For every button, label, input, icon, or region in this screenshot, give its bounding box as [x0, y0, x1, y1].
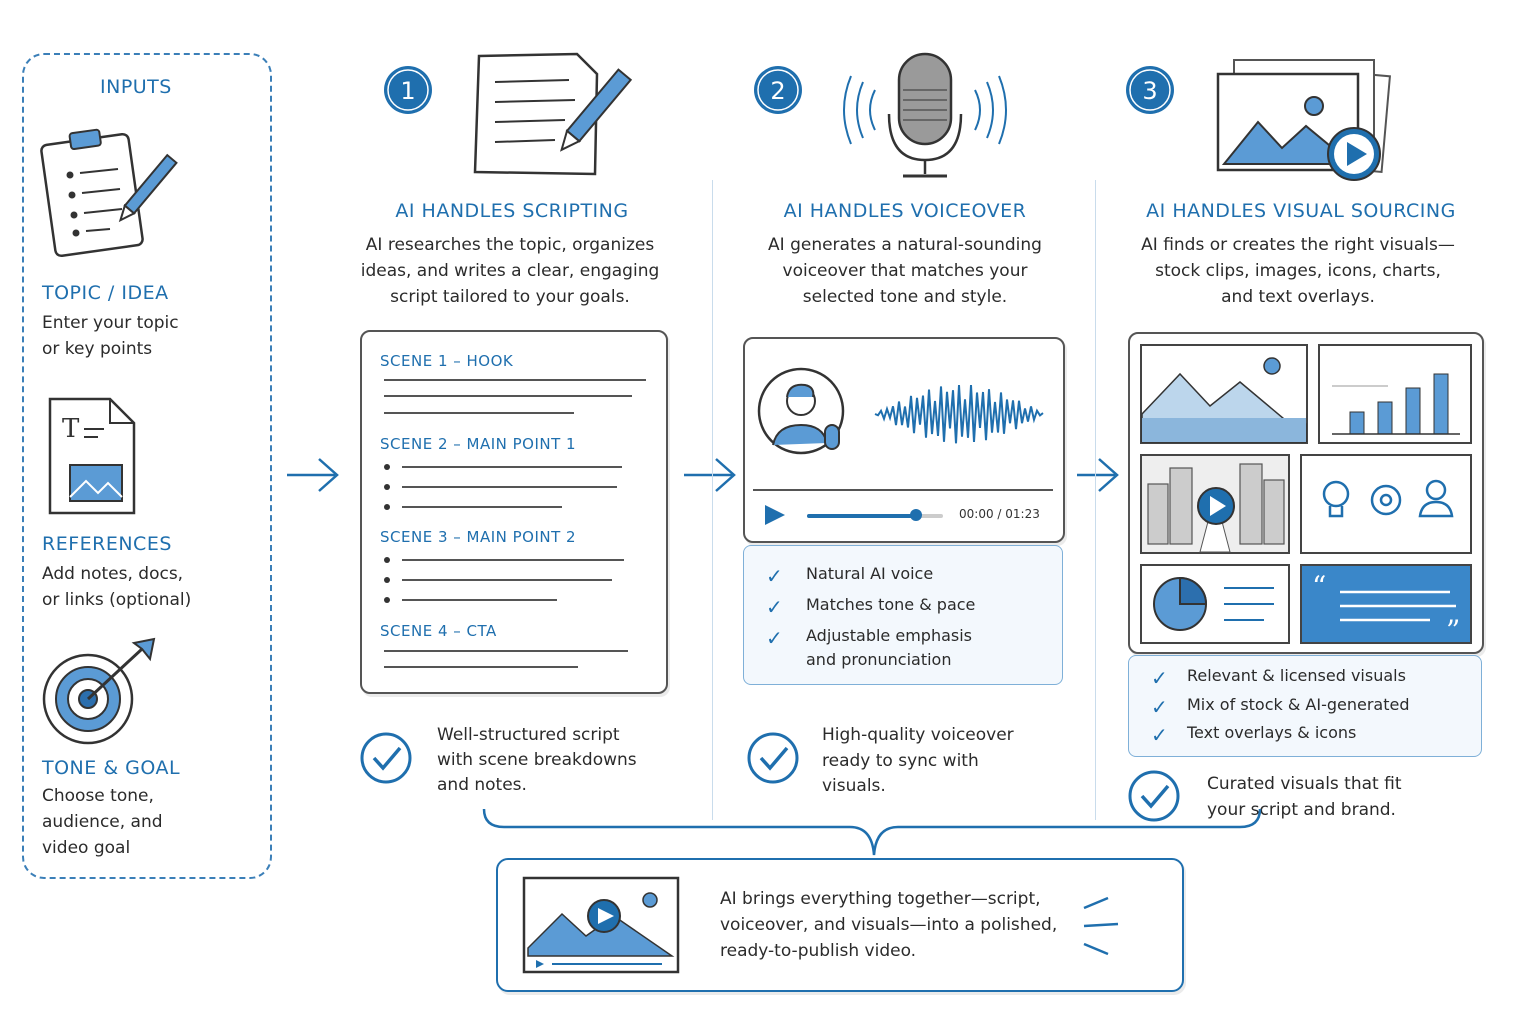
bar-chart-tile — [1318, 344, 1472, 444]
arrow-right-icon — [684, 458, 736, 492]
visual-feature: Relevant & licensed visuals — [1187, 666, 1406, 685]
merge-brace — [482, 808, 1262, 856]
voice-feature: Matches tone & pace — [806, 595, 976, 614]
step-number-badge: 1 — [384, 66, 432, 114]
step-title-visuals: AI HANDLES VISUAL SOURCING — [1146, 200, 1456, 222]
check-circle-icon — [1128, 770, 1180, 822]
image-video-icon — [1216, 59, 1392, 181]
svg-text:T: T — [62, 414, 80, 444]
inputs-heading: INPUTS — [100, 76, 172, 98]
waveform-icon — [874, 384, 1044, 444]
result-scripting-1: Well-structured script — [437, 725, 620, 745]
quote-text-tile: “ ” — [1300, 564, 1472, 647]
input-desc-tone-1: Choose tone, — [42, 786, 154, 806]
voice-feature: Natural AI voice — [806, 564, 934, 583]
voice-player-card: 00:00 / 01:23 — [743, 337, 1065, 543]
svg-text:1: 1 — [400, 77, 415, 105]
player-time: 00:00 / 01:23 — [959, 507, 1040, 521]
column-divider — [712, 180, 713, 820]
microphone-icon — [843, 52, 1007, 178]
step-number-badge: 3 — [1126, 66, 1174, 114]
input-desc-references-1: Add notes, docs, — [42, 564, 184, 584]
check-circle-icon — [747, 732, 799, 784]
voice-features-panel: ✓ Natural AI voice ✓ Matches tone & pace… — [743, 545, 1063, 685]
step-desc-scripting-3: script tailored to your goals. — [390, 287, 630, 307]
svg-text:2: 2 — [770, 77, 785, 105]
step-desc-visuals-1: AI finds or creates the right visuals— — [1141, 235, 1455, 255]
script-card: SCENE 1 – HOOK SCENE 2 – MAIN POINT 1 SC… — [360, 330, 668, 694]
inputs-panel — [22, 53, 272, 879]
scene-heading: SCENE 1 – HOOK — [380, 352, 514, 370]
video-thumbnail-icon — [522, 876, 680, 974]
input-desc-references-2: or links (optional) — [42, 590, 192, 610]
city-video-tile — [1140, 454, 1290, 554]
arrow-right-icon — [287, 458, 339, 492]
check-circle-icon — [360, 732, 412, 784]
input-desc-tone-3: video goal — [42, 838, 131, 858]
clipboard-pencil-icon — [40, 128, 178, 258]
input-title-tone: TONE & GOAL — [42, 757, 181, 779]
final-video-card: AI brings everything together—script, vo… — [496, 858, 1184, 992]
voice-feature: Adjustable emphasis — [806, 626, 972, 645]
check-icon: ✓ — [766, 626, 783, 650]
check-icon: ✓ — [1151, 695, 1168, 719]
step-desc-voiceover-1: AI generates a natural-sounding — [768, 235, 1042, 255]
step-title-voiceover: AI HANDLES VOICEOVER — [783, 200, 1027, 222]
visuals-features-panel: ✓ Relevant & licensed visuals ✓ Mix of s… — [1128, 655, 1482, 757]
svg-text:3: 3 — [1142, 77, 1157, 105]
final-text-1: AI brings everything together—script, — [720, 889, 1041, 909]
step-desc-voiceover-2: voiceover that matches your — [782, 261, 1028, 281]
result-voiceover-2: ready to sync with — [822, 751, 979, 771]
step-desc-visuals-3: and text overlays. — [1221, 287, 1375, 307]
result-visuals-2: your script and brand. — [1207, 800, 1396, 820]
check-icon: ✓ — [1151, 666, 1168, 690]
input-title-topic: TOPIC / IDEA — [42, 282, 169, 304]
scene-heading: SCENE 2 – MAIN POINT 1 — [380, 435, 577, 453]
check-icon: ✓ — [766, 595, 783, 619]
final-text-3: ready-to-publish video. — [720, 941, 917, 961]
sparkle-lines-icon — [1083, 896, 1119, 956]
check-icon: ✓ — [1151, 723, 1168, 747]
input-desc-tone-2: audience, and — [42, 812, 163, 832]
target-arrow-icon — [42, 637, 156, 745]
scene-heading: SCENE 3 – MAIN POINT 2 — [380, 528, 577, 546]
landscape-photo-tile — [1140, 344, 1308, 444]
scene-heading: SCENE 4 – CTA — [380, 622, 497, 640]
final-text-2: voiceover, and visuals—into a polished, — [720, 915, 1058, 935]
input-desc-topic-1: Enter your topic — [42, 313, 179, 333]
svg-text:“: “ — [1312, 570, 1326, 603]
column-divider — [1095, 180, 1096, 820]
result-voiceover-1: High-quality voiceover — [822, 725, 1014, 745]
result-scripting-3: and notes. — [437, 775, 527, 795]
arrow-right-icon — [1077, 458, 1119, 492]
check-icon: ✓ — [766, 564, 783, 588]
play-icon[interactable] — [763, 503, 789, 527]
step-desc-voiceover-3: selected tone and style. — [802, 287, 1008, 307]
pie-chart-tile — [1140, 564, 1290, 644]
visual-feature: Mix of stock & AI-generated — [1187, 695, 1410, 714]
document-image-icon: T — [48, 397, 136, 515]
input-title-references: REFERENCES — [42, 533, 172, 555]
document-pencil-icon — [473, 52, 633, 176]
result-visuals-1: Curated visuals that fit — [1207, 774, 1402, 794]
progress-knob[interactable] — [909, 509, 922, 521]
voice-feature: and pronunciation — [806, 650, 952, 669]
svg-text:”: ” — [1446, 614, 1460, 647]
progress-track[interactable] — [807, 514, 943, 518]
visuals-grid-card: “ ” — [1128, 332, 1484, 654]
step-title-scripting: AI HANDLES SCRIPTING — [395, 200, 629, 222]
step-number-badge: 2 — [754, 66, 802, 114]
input-desc-topic-2: or key points — [42, 339, 153, 359]
visual-feature: Text overlays & icons — [1187, 723, 1357, 742]
result-scripting-2: with scene breakdowns — [437, 750, 637, 770]
step-desc-scripting-2: ideas, and writes a clear, engaging — [360, 261, 660, 281]
step-desc-scripting-1: AI researches the topic, organizes — [365, 235, 655, 255]
step-desc-visuals-2: stock clips, images, icons, charts, — [1155, 261, 1441, 281]
speaker-avatar-icon — [757, 367, 845, 455]
icons-tile — [1300, 454, 1472, 554]
result-voiceover-3: visuals. — [822, 776, 886, 796]
